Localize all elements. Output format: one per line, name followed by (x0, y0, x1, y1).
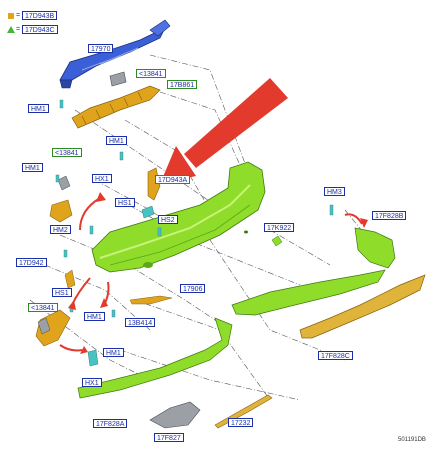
label-13841-lower: <13841 (28, 303, 58, 312)
label-hm1-bottom: HM1 (103, 348, 124, 357)
highlight-arrow (160, 78, 288, 184)
label-17f828c: 17F828C (318, 351, 353, 360)
label-17k922: 17K922 (264, 223, 295, 232)
legend-square-code: 17D943B (22, 11, 58, 20)
legend-triangle-eq: = (16, 26, 21, 33)
bracket-part (109, 71, 127, 87)
side-cover-right-part (354, 227, 396, 269)
legend-square-eq: = (16, 12, 21, 19)
strip-13b414-part (129, 295, 173, 305)
label-17d942: 17D942 (16, 258, 47, 267)
label-hs1-upper: HS1 (115, 198, 135, 207)
bracket-17d942-part (64, 269, 76, 289)
label-hm1-center: HM1 (106, 136, 127, 145)
reinforcement-beam-part (59, 19, 171, 89)
deflector-part (299, 274, 426, 339)
label-17f827: 17F827 (154, 433, 184, 442)
label-17970: 17970 (88, 44, 114, 53)
arrow-heads (68, 192, 368, 354)
label-17906: 17906 (180, 284, 206, 293)
bracket-left-upper-part (49, 199, 73, 223)
label-13841-mid: <13841 (52, 148, 82, 157)
grille-part (149, 401, 201, 429)
label-13b414: 13B414 (125, 318, 156, 327)
reference-code: 501191DB (398, 437, 426, 443)
label-13841-top: <13841 (136, 69, 166, 78)
label-17f828b: 17F828B (372, 211, 407, 220)
label-hm1-left: HM1 (22, 163, 43, 172)
label-17b861: 17B861 (167, 80, 198, 89)
clip-17k922-part (271, 235, 283, 247)
label-hx1-upper: HX1 (92, 174, 112, 183)
bracket-grey-lower-part (37, 317, 51, 335)
label-hx1-lower: HX1 (82, 378, 102, 387)
label-hm1-top: HM1 (28, 104, 49, 113)
label-hm2: HM2 (50, 225, 71, 234)
label-17d943a: 17D943A (155, 175, 191, 184)
lower-valance-part (231, 269, 386, 316)
label-17f828a: 17F828A (93, 419, 128, 428)
label-hs2: HS2 (158, 215, 178, 224)
label-17232: 17232 (228, 418, 254, 427)
sensor-hx1-part (87, 349, 99, 367)
bracket-grey-part (57, 175, 71, 191)
lower-skirt-part (77, 317, 233, 399)
legend-square-icon (8, 13, 14, 19)
bumper-cover-part (91, 161, 266, 273)
label-hm3: HM3 (324, 187, 345, 196)
legend-triangle-icon (7, 26, 15, 33)
legend-triangle-code: 17D943C (22, 25, 58, 34)
label-hm1-lower: HM1 (84, 312, 105, 321)
label-hs1-lower: HS1 (52, 288, 72, 297)
energy-absorber-part (71, 85, 161, 129)
clip-hs1-part (141, 205, 155, 219)
